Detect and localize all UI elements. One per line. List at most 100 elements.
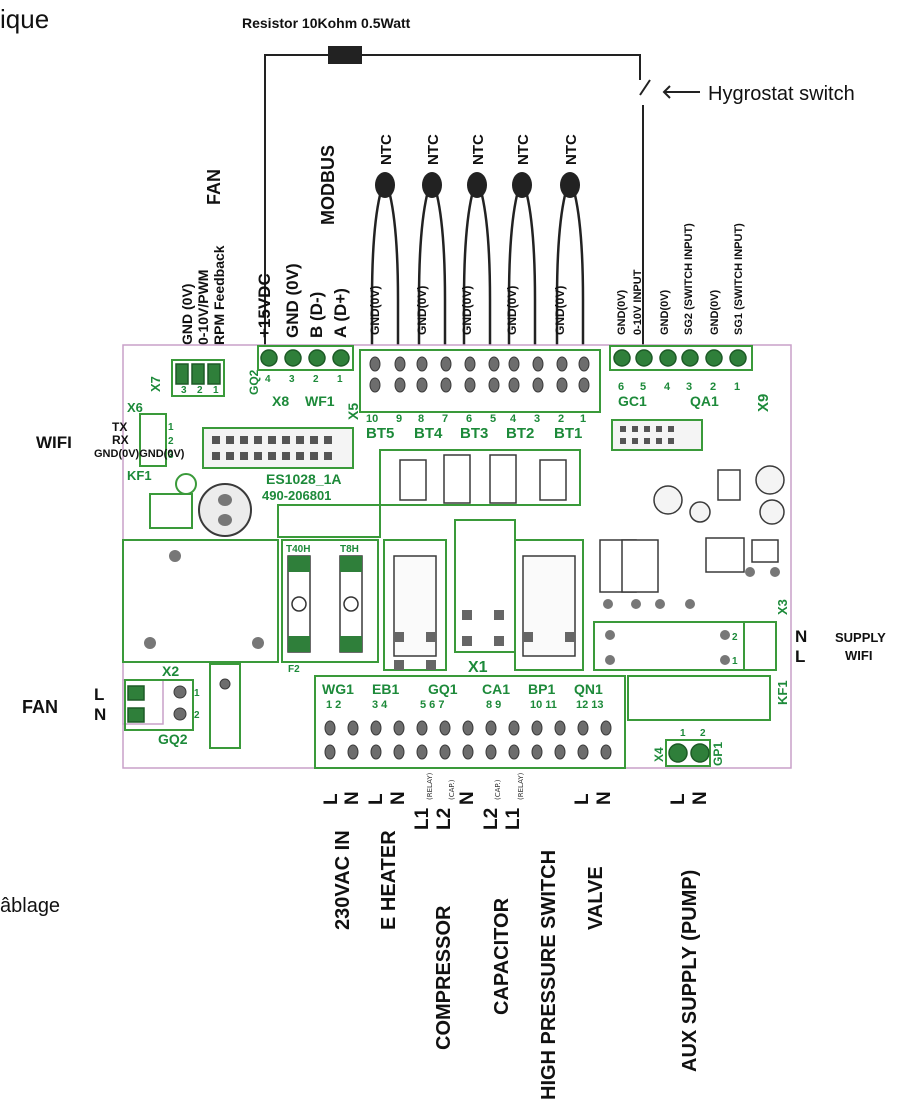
x9-num-4: 4: [664, 381, 671, 393]
bt-num-3: 3: [534, 413, 540, 425]
modbus-title: MODBUS: [318, 145, 338, 225]
fuse-b-label: T8H: [340, 544, 359, 555]
x7-num-1: 3: [181, 385, 187, 396]
pcb-components: T40H T8H F2 X1: [122, 449, 790, 721]
kf-num-2: 2: [732, 632, 738, 643]
right-input-5: GND(0V): [709, 289, 721, 335]
terminal-x7: X7 3 2 1: [148, 359, 225, 397]
pin-letter-3: L: [366, 793, 387, 805]
x7-label: X7: [148, 376, 163, 392]
right-input-1: GND(0V): [616, 289, 628, 335]
qa1-label: QA1: [690, 393, 719, 409]
kf-num-1: 1: [732, 656, 738, 667]
bt-num-1: 1: [580, 413, 586, 425]
wf1-label: WF1: [305, 393, 335, 409]
right-input-6: SG1 (SWITCH INPUT): [733, 223, 745, 335]
right-input-4: SG2 (SWITCH INPUT): [683, 223, 695, 335]
x2-label: X2: [162, 663, 179, 679]
resistor-label: Resistor 10Kohm 0.5Watt: [242, 15, 411, 31]
resistor-circuit: Resistor 10Kohm 0.5Watt Hygrostat switch: [242, 15, 855, 360]
bt-num-2: 2: [558, 413, 564, 425]
kf1-left-label: KF1: [127, 468, 152, 483]
group-gq1-nums: 5 6 7: [420, 699, 444, 711]
label-capacitor: CAPACITOR: [491, 897, 513, 1015]
bt-gnd-label-4: GND(0V): [505, 286, 519, 335]
x5-label: X5: [345, 403, 361, 420]
x8-label: X8: [272, 393, 289, 409]
chip-header: ES1028_1A 490-206801: [202, 427, 354, 503]
fan-left-labels: FAN L N: [22, 685, 106, 724]
pin-letter-10: L: [572, 793, 593, 805]
bt-num-9: 9: [396, 413, 402, 425]
wifi-left-gnd: GND(0V)GND(0V): [94, 448, 185, 460]
x8-num-2: 2: [313, 374, 319, 385]
x4-num-1: 1: [680, 728, 686, 739]
wifi-left-tx: TX: [112, 420, 127, 434]
gq2-bottom-label: GQ2: [158, 731, 188, 747]
terminal-bt: 10 9 8 7 6 5 4 3 2 1 BT5 BT4 BT3 BT2 BT1: [359, 349, 601, 442]
bt-gnd-label-5: GND(0V): [553, 286, 567, 335]
pin-letter-2: N: [342, 791, 363, 805]
right-input-labels: GND(0V) 0-10V INPUT GND(0V) SG2 (SWITCH …: [616, 223, 745, 335]
x8-pin-b: B (D-): [307, 292, 326, 338]
label-high-pressure-switch: HIGH PRESSURE SWITCH: [538, 850, 560, 1100]
pin-letter-8: L2: [481, 808, 502, 830]
group-qn1-nums: 12 13: [576, 699, 604, 711]
bt-name-5: BT5: [366, 425, 394, 442]
terminal-x6: X6 1 2 3 KF1: [127, 400, 174, 483]
fuse-a-label: T40H: [286, 544, 310, 555]
x9-num-2: 2: [710, 381, 716, 393]
x1-label: X1: [468, 659, 488, 676]
ntc-label-5: NTC: [563, 134, 580, 165]
x8-pin-15vdc: +15VDC: [255, 273, 274, 338]
bt-num-6: 6: [466, 413, 472, 425]
gp1-label: GP1: [711, 742, 725, 766]
group-eb1-nums: 3 4: [372, 699, 388, 711]
ntc-sensors: NTC NTC NTC NTC NTC GND(0V) GND(0V) GND(…: [368, 134, 585, 355]
x3-label: X3: [775, 599, 790, 615]
hygrostat-label: Hygrostat switch: [708, 83, 855, 105]
fan-top-pin-1: GND (0V): [179, 284, 195, 345]
x2-num-2: 2: [194, 710, 200, 721]
group-bp1-name: BP1: [528, 681, 555, 697]
x6-num-3: 3: [168, 450, 174, 461]
fan-left-l: L: [94, 685, 104, 704]
terminal-x4: 1 2 X4 GP1: [652, 728, 725, 767]
x8-num-4: 4: [265, 374, 271, 385]
x9-num-5: 5: [640, 381, 646, 393]
cabling-text: âblage: [0, 895, 60, 917]
group-bp1-nums: 10 11: [530, 699, 557, 711]
group-ca1-name: CA1: [482, 681, 510, 697]
group-gq1-name: GQ1: [428, 681, 458, 697]
bt-num-5: 5: [490, 413, 496, 425]
pcb-board: [122, 344, 792, 769]
pin-letter-12: L: [668, 793, 689, 805]
bt-name-1: BT1: [554, 425, 582, 442]
page-title: ique: [0, 4, 49, 34]
x7-num-2: 2: [197, 385, 203, 396]
bt-num-10: 10: [366, 413, 378, 425]
label-aux-supply-pump: AUX SUPPLY (PUMP): [679, 870, 701, 1072]
terminal-x9: 6 5 4 3 2 1 GC1 QA1 X9: [609, 345, 772, 451]
top-connector-labels: FAN GND (0V) 0-10V/PWM RPM Feedback MODB…: [179, 145, 350, 345]
group-eb1-name: EB1: [372, 681, 399, 697]
supply-label: SUPPLY: [835, 630, 886, 645]
pin-note-4: (RELAY): [517, 772, 525, 800]
bottom-device-labels: 230VAC IN E HEATER COMPRESSOR CAPACITOR …: [332, 830, 701, 1100]
label-valve: VALVE: [585, 866, 607, 930]
x2-num-1: 1: [194, 688, 200, 699]
right-input-2: 0-10V INPUT: [632, 269, 644, 335]
chip-label: ES1028_1A: [266, 471, 342, 487]
pin-note-2: (CAP.): [448, 779, 456, 800]
pin-letter-13: N: [690, 791, 711, 805]
resistor: [328, 46, 362, 64]
group-wg1-name: WG1: [322, 681, 354, 697]
bt-gnd-label-1: GND(0V): [368, 286, 382, 335]
part-label: 490-206801: [262, 488, 331, 503]
kf1-right-label: KF1: [775, 680, 790, 705]
supply-right-labels: N L SUPPLY WIFI: [795, 627, 886, 666]
pin-letter-6: L2: [434, 808, 455, 830]
gq2-top-label: GQ2: [247, 369, 261, 395]
gc1-label: GC1: [618, 393, 647, 409]
